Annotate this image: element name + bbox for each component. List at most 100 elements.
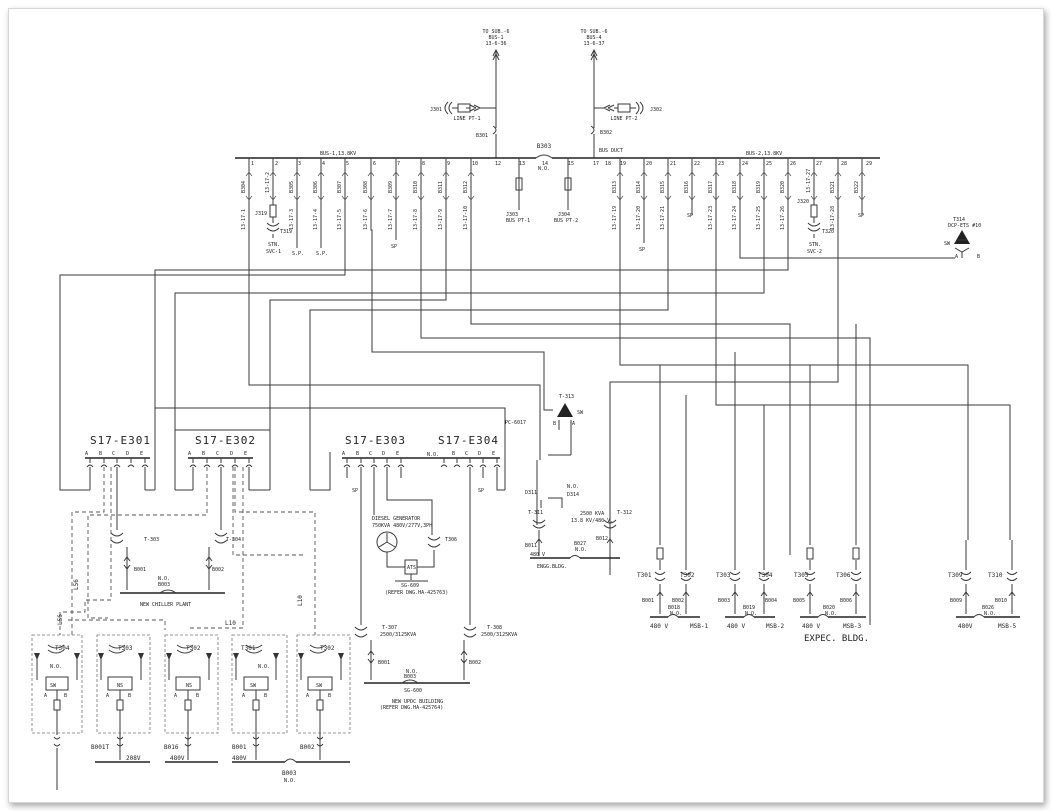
bus1-label: BUS-1,13.8KV <box>320 151 356 157</box>
svg-text:B001T: B001T <box>91 744 109 751</box>
svg-text:N.O.: N.O. <box>406 669 418 675</box>
svg-text:B010: B010 <box>995 598 1007 604</box>
svg-text:T-308: T-308 <box>487 625 502 631</box>
svg-text:N.O.: N.O. <box>50 664 62 670</box>
svg-text:N.O.: N.O. <box>284 778 296 784</box>
svg-text:B314: B314 <box>636 181 642 193</box>
svg-text:L56: L56 <box>73 579 80 590</box>
feeder-left-bus: BUS-1 <box>488 35 503 41</box>
feeder-left-label: TO SUB.-6 <box>482 29 509 35</box>
sp-tag: SP <box>639 247 645 253</box>
new-updc-building: T-307 2500/3125KVA T-308 2500/3125KVA B0… <box>354 467 517 711</box>
svg-text:N.O.: N.O. <box>984 611 996 617</box>
bus-duct-label: BUS DUCT <box>599 148 623 154</box>
svg-text:26: 26 <box>790 161 796 167</box>
switchgear-s17-e302: S17-E302 A B C D E <box>175 434 270 491</box>
svg-text:B315: B315 <box>660 181 666 193</box>
chiller-plant-title: NEW CHILLER PLANT <box>140 602 191 608</box>
svg-text:27: 27 <box>816 161 822 167</box>
svg-text:17: 17 <box>593 161 599 167</box>
svg-text:SG-600: SG-600 <box>404 688 422 694</box>
svg-text:B003: B003 <box>404 674 416 680</box>
svg-text:B003: B003 <box>158 582 170 588</box>
svg-text:B309: B309 <box>388 181 394 193</box>
t314-switch: T314 DCP-ETS #10 SW A B <box>944 217 981 260</box>
bus-pt-1: J303 BUS PT-1 <box>506 177 530 224</box>
svg-text:B: B <box>128 693 131 699</box>
svg-text:13-17-4: 13-17-4 <box>313 209 319 230</box>
line-pt1-label: LINE PT-1 <box>453 116 480 122</box>
svg-text:N.O.: N.O. <box>567 484 579 490</box>
svg-text:B316: B316 <box>684 181 690 193</box>
svg-text:B: B <box>328 693 331 699</box>
b302-label: B302 <box>600 130 612 136</box>
svg-text:B: B <box>452 451 455 457</box>
svg-text:13: 13 <box>519 161 525 167</box>
svg-text:13-17-24: 13-17-24 <box>732 206 738 230</box>
svg-text:T309: T309 <box>948 572 963 579</box>
svg-text:ATS: ATS <box>407 565 416 571</box>
svg-text:N.O.: N.O. <box>745 611 757 617</box>
svg-text:D: D <box>126 451 129 457</box>
svg-text:13-17-25: 13-17-25 <box>756 206 762 230</box>
svg-text:N.O.: N.O. <box>427 452 439 458</box>
svg-text:B311: B311 <box>438 181 444 193</box>
incoming-feeder-right: TO SUB.-6 BUS-4 13-6-37 J302 LINE PT-2 B… <box>580 29 662 158</box>
svg-text:13-17-19: 13-17-19 <box>612 206 618 230</box>
svg-text:PC-6017: PC-6017 <box>505 420 526 426</box>
svg-text:J304: J304 <box>558 212 570 218</box>
svg-text:DCP-ETS #10: DCP-ETS #10 <box>948 223 981 229</box>
svg-text:N.O.: N.O. <box>825 611 837 617</box>
svg-text:21: 21 <box>670 161 676 167</box>
svg-text:13-17-9: 13-17-9 <box>438 209 444 230</box>
svg-text:E: E <box>140 451 143 457</box>
expec-bldg-title: EXPEC. BLDG. <box>804 634 869 644</box>
svg-text:B304: B304 <box>241 181 247 193</box>
dashed-cables: L56 L56 L10 L10 <box>57 467 316 635</box>
svg-text:T320: T320 <box>822 229 834 235</box>
b303-no-label: N.O. <box>538 166 550 172</box>
svg-text:T302: T302 <box>320 645 335 652</box>
svg-text:20: 20 <box>646 161 652 167</box>
svg-text:25: 25 <box>766 161 772 167</box>
svg-text:B312: B312 <box>463 181 469 193</box>
svg-text:23: 23 <box>718 161 724 167</box>
svg-text:B004: B004 <box>765 598 777 604</box>
svg-text:T-313: T-313 <box>559 394 574 400</box>
feeder-left-cable: 13-6-36 <box>485 41 506 47</box>
svg-text:7: 7 <box>397 161 400 167</box>
svg-text:L10: L10 <box>225 620 236 627</box>
svg-text:T314: T314 <box>953 217 965 223</box>
svg-text:2: 2 <box>275 161 278 167</box>
svg-text:T-303: T-303 <box>144 537 159 543</box>
svg-text:T-304: T-304 <box>226 537 241 543</box>
feeder-right-cable: 13-6-37 <box>583 41 604 47</box>
svg-text:C: C <box>216 451 219 457</box>
svg-text:B027: B027 <box>574 541 586 547</box>
svg-text:B: B <box>264 693 267 699</box>
svg-text:480 V: 480 V <box>802 623 820 630</box>
svg-text:13-17-1: 13-17-1 <box>241 209 247 230</box>
svg-text:13-17-23: 13-17-23 <box>708 206 714 230</box>
svg-text:STN.: STN. <box>268 242 280 248</box>
svg-text:N.O.: N.O. <box>258 664 270 670</box>
svg-text:(REFER DWG.HA-425764): (REFER DWG.HA-425764) <box>380 705 443 711</box>
svg-text:SW: SW <box>944 241 951 247</box>
svg-text:E: E <box>492 451 495 457</box>
svg-text:4: 4 <box>322 161 325 167</box>
svg-text:13-17-7: 13-17-7 <box>388 209 394 230</box>
svg-text:13-17-10: 13-17-10 <box>463 206 469 230</box>
s17-e303-label: S17-E303 <box>345 434 406 447</box>
svg-text:28: 28 <box>841 161 847 167</box>
svg-text:A: A <box>106 693 109 699</box>
svg-text:SW: SW <box>577 410 584 416</box>
svg-text:T306: T306 <box>445 537 457 543</box>
svg-text:A: A <box>242 693 245 699</box>
sp-tag: SP <box>687 213 693 219</box>
svg-text:B317: B317 <box>708 181 714 193</box>
svg-text:J319: J319 <box>255 211 267 217</box>
svg-text:T305: T305 <box>794 572 809 579</box>
svg-text:MSB-1: MSB-1 <box>690 623 708 630</box>
bottom-substation: T304 T303 T302 T301 T302 N.O. SW NS NS N… <box>31 634 351 790</box>
